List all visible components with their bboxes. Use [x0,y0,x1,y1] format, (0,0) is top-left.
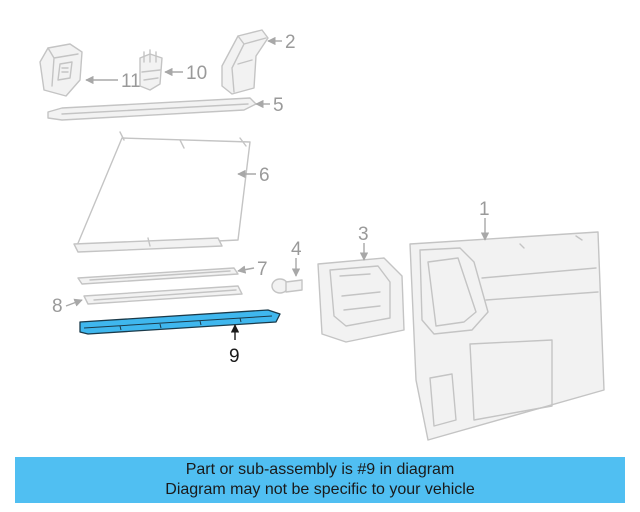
callout-6: 6 [259,165,270,186]
parts-diagram: 11 10 2 5 6 7 8 [39,29,605,441]
banner-line-2: Diagram may not be specific to your vehi… [165,481,475,498]
callout-3: 3 [358,224,369,245]
callout-1: 1 [479,199,490,220]
part-6-sunshade[interactable] [73,131,251,253]
part-2-bracket[interactable] [221,29,269,95]
callout-4: 4 [291,239,302,260]
part-8-lower-strip[interactable] [83,285,243,305]
banner-line-1: Part or sub-assembly is #9 in diagram [185,461,455,478]
callout-7: 7 [257,259,268,280]
part-3-handle-bezel[interactable] [317,257,405,343]
part-1-door-panel[interactable] [409,231,605,441]
part-11-switch-bezel[interactable] [39,43,83,97]
part-7-upper-strip[interactable] [77,267,239,285]
info-banner: Part or sub-assembly is #9 in diagram Di… [15,457,625,503]
callout-9: 9 [229,346,240,367]
callout-2: 2 [285,32,296,53]
callout-8: 8 [52,296,63,317]
part-5-trim-strip[interactable] [47,97,257,121]
callout-11: 11 [121,71,141,92]
part-9-highlighted-strip[interactable] [79,309,281,335]
part-10-clip[interactable] [139,49,163,91]
callout-5: 5 [273,95,284,116]
part-4-screw[interactable] [271,278,303,294]
callout-10: 10 [186,63,207,84]
